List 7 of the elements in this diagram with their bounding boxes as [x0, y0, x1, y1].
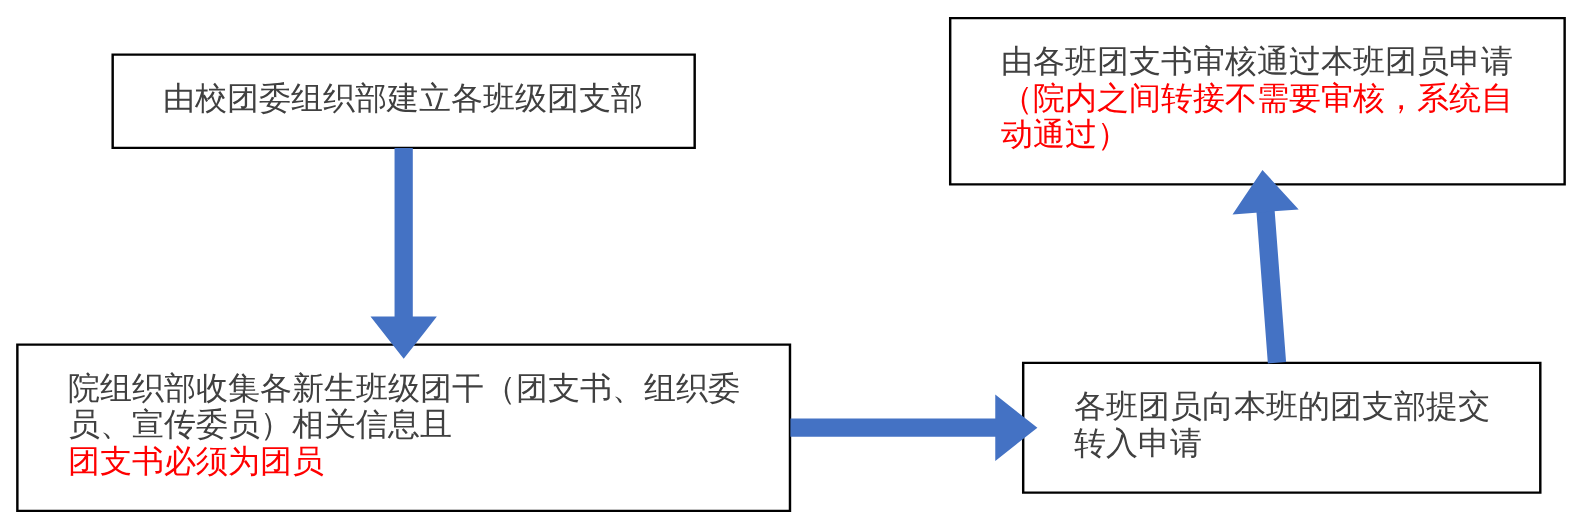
node-box: 院组织部收集各新生班级团干（团支书、组织委员、宣传委员）相关信息且 团支书必须为团员	[16, 342, 792, 512]
arrow	[370, 147, 437, 359]
node-box: 由校团委组织部建立各班级团支部	[111, 52, 696, 149]
arrow	[1232, 169, 1299, 363]
node-box: 各班团员向本班的团支部提交转入申请	[1021, 361, 1542, 494]
arrow	[790, 394, 1038, 461]
node-box: 由各班团支书审核通过本班团员申请 （院内之间转接不需要审核，系统自动通过）	[948, 16, 1566, 186]
